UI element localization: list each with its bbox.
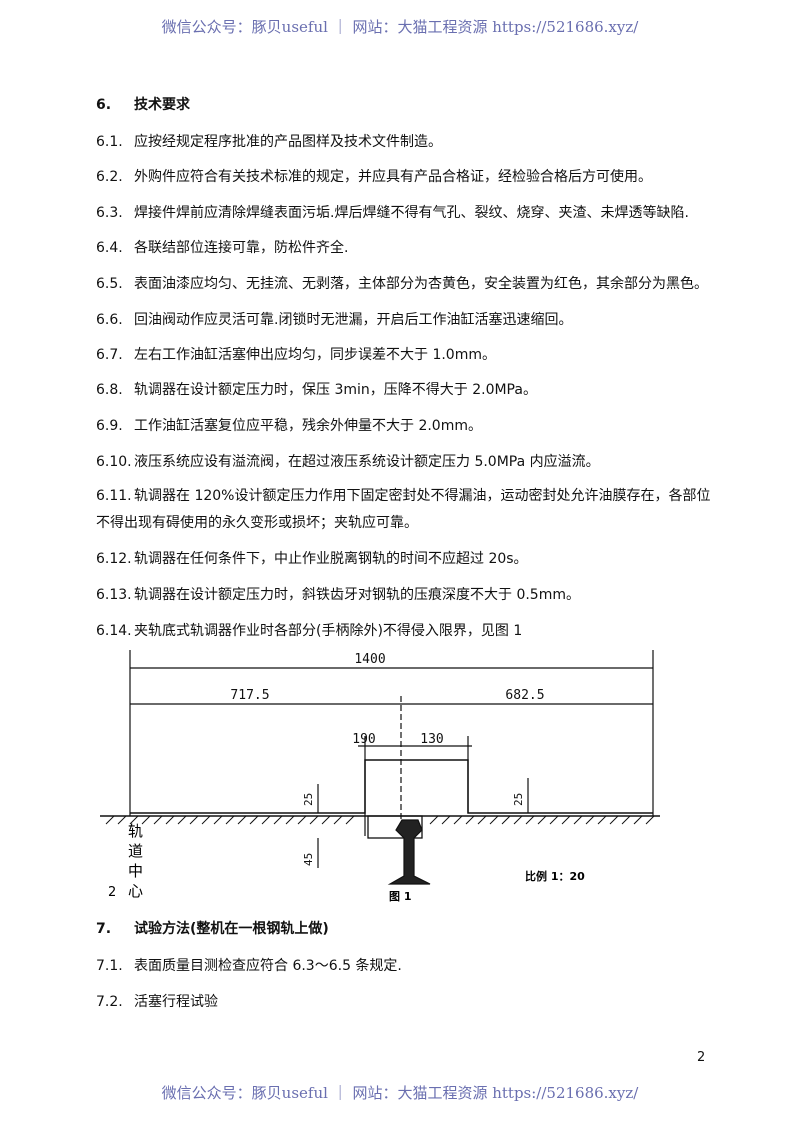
item-text: 表面油漆应均匀、无挂流、无剥落，主体部分为杏黄色，安全装置为红色，其余部分为黑色…	[134, 276, 708, 292]
item-6-14: 6.14.夹轨底式轨调器作业时各部分(手柄除外)不得侵入限界，见图 1	[96, 620, 522, 642]
item-number: 6.1.	[96, 134, 123, 150]
scale-label: 比例 1：20	[525, 869, 585, 883]
item-text: 夹轨底式轨调器作业时各部分(手柄除外)不得侵入限界，见图 1	[134, 623, 523, 639]
item-text: 活塞行程试验	[134, 994, 218, 1010]
item-text: 外购件应符合有关技术标准的规定，并应具有产品合格证，经检验合格后方可使用。	[134, 169, 652, 185]
page-number: 2	[697, 1050, 706, 1065]
dim-b-label: 130	[420, 732, 443, 747]
item-number: 6.3.	[96, 205, 123, 221]
item-number: 6.4.	[96, 240, 123, 256]
item-text: 焊接件焊前应清除焊缝表面污垢.焊后焊缝不得有气孔、裂纹、烧穿、夹渣、未焊透等缺陷…	[134, 205, 689, 221]
item-number: 6.13.	[96, 587, 132, 603]
item-6-11: 6.11.轨调器在 120%设计额定压力作用下固定密封处不得漏油，运动密封处允许…	[96, 483, 716, 537]
track-center-char: 轨	[128, 822, 143, 840]
section-title: 技术要求	[134, 97, 190, 113]
item-6-10: 6.10.液压系统应设有溢流阀，在超过液压系统设计额定压力 5.0MPa 内应溢…	[96, 451, 600, 473]
item-number: 6.5.	[96, 276, 123, 292]
item-text: 轨调器在设计额定压力时，保压 3min，压降不得大于 2.0MPa。	[134, 382, 537, 398]
item-number: 6.2.	[96, 169, 123, 185]
section-number: 7.	[96, 921, 112, 937]
item-number: 7.2.	[96, 994, 123, 1010]
item-6-8: 6.8. 轨调器在设计额定压力时，保压 3min，压降不得大于 2.0MPa。	[96, 379, 537, 401]
item-text: 应按经规定程序批准的产品图样及技术文件制造。	[134, 134, 442, 150]
item-number: 6.10.	[96, 454, 132, 470]
item-text: 轨调器在设计额定压力时，斜铁齿牙对钢轨的压痕深度不大于 0.5mm。	[134, 587, 580, 603]
watermark-header: 微信公众号：豚贝useful ｜ 网站：大猫工程资源 https://52168…	[161, 18, 639, 36]
item-6-1: 6.1. 应按经规定程序批准的产品图样及技术文件制造。	[96, 131, 442, 153]
item-number: 6.14.	[96, 623, 132, 639]
item-6-13: 6.13.轨调器在设计额定压力时，斜铁齿牙对钢轨的压痕深度不大于 0.5mm。	[96, 584, 580, 606]
figure-caption: 图 1	[389, 890, 411, 903]
rail-clamp	[367, 815, 423, 839]
section-title: 试验方法(整机在一根钢轨上做)	[134, 921, 329, 937]
section-number: 6.	[96, 97, 112, 113]
item-number: 6.12.	[96, 551, 132, 567]
track-center-char: 心	[128, 882, 143, 900]
item-number: 7.1.	[96, 958, 123, 974]
clearance-figure: 1400 717.5 682.5 190 130 25 25 45 图 1 比例…	[100, 650, 660, 903]
dim-depth-label: 45	[302, 853, 315, 866]
dim-total-label: 1400	[354, 652, 385, 667]
item-text: 液压系统应设有溢流阀，在超过液压系统设计额定压力 5.0MPa 内应溢流。	[134, 454, 600, 470]
item-6-3: 6.3. 焊接件焊前应清除焊缝表面污垢.焊后焊缝不得有气孔、裂纹、烧穿、夹渣、未焊…	[96, 202, 689, 224]
section-7-heading: 7. 试验方法(整机在一根钢轨上做)	[96, 918, 329, 940]
dim-left-label: 717.5	[230, 688, 269, 703]
item-text: 各联结部位连接可靠，防松件齐全.	[134, 240, 349, 256]
item-text: 工作油缸活塞复位应平稳，残余外伸量不大于 2.0mm。	[134, 418, 482, 434]
item-text: 回油阀动作应灵活可靠.闭锁时无泄漏，开启后工作油缸活塞迅速缩回。	[134, 312, 573, 328]
item-number: 6.11.	[96, 488, 132, 504]
item-7-1: 7.1. 表面质量目测检查应符合 6.3～6.5 条规定.	[96, 955, 402, 977]
item-number: 6.9.	[96, 418, 123, 434]
item-6-6: 6.6. 回油阀动作应灵活可靠.闭锁时无泄漏，开启后工作油缸活塞迅速缩回。	[96, 309, 572, 331]
item-number: 6.8.	[96, 382, 123, 398]
dim-right-label: 682.5	[505, 688, 544, 703]
section-6-heading: 6. 技术要求	[96, 94, 190, 116]
item-6-5: 6.5. 表面油漆应均匀、无挂流、无剥落，主体部分为杏黄色，安全装置为红色，其余部…	[96, 273, 708, 295]
track-center-char: 中	[128, 862, 143, 880]
item-6-9: 6.9. 工作油缸活塞复位应平稳，残余外伸量不大于 2.0mm。	[96, 415, 482, 437]
item-6-2: 6.2. 外购件应符合有关技术标准的规定，并应具有产品合格证，经检验合格后方可使用…	[96, 166, 652, 188]
margin-mark: 2	[108, 885, 116, 900]
ground-hatch	[105, 815, 655, 825]
item-7-2: 7.2. 活塞行程试验	[96, 991, 218, 1013]
item-6-4: 6.4. 各联结部位连接可靠，防松件齐全.	[96, 237, 348, 259]
item-6-7: 6.7. 左右工作油缸活塞伸出应均匀，同步误差不大于 1.0mm。	[96, 344, 496, 366]
clearance-outline	[130, 759, 653, 814]
rail-profile	[387, 819, 431, 885]
item-text: 轨调器在 120%设计额定压力作用下固定密封处不得漏油，运动密封处允许油膜存在，…	[96, 488, 711, 531]
watermark-footer: 微信公众号：豚贝useful ｜ 网站：大猫工程资源 https://52168…	[161, 1084, 639, 1102]
item-number: 6.7.	[96, 347, 123, 363]
item-number: 6.6.	[96, 312, 123, 328]
track-center-char: 道	[128, 842, 143, 860]
item-text: 表面质量目测检查应符合 6.3～6.5 条规定.	[134, 958, 402, 974]
item-text: 轨调器在任何条件下，中止作业脱离钢轨的时间不应超过 20s。	[134, 551, 528, 567]
dim-a-label: 190	[352, 732, 375, 747]
item-6-12: 6.12.轨调器在任何条件下，中止作业脱离钢轨的时间不应超过 20s。	[96, 548, 528, 570]
dim-height-right-label: 25	[512, 793, 525, 806]
item-text: 左右工作油缸活塞伸出应均匀，同步误差不大于 1.0mm。	[134, 347, 496, 363]
dim-height-left-label: 25	[302, 793, 315, 806]
track-center-label: 轨道中心	[128, 822, 143, 900]
